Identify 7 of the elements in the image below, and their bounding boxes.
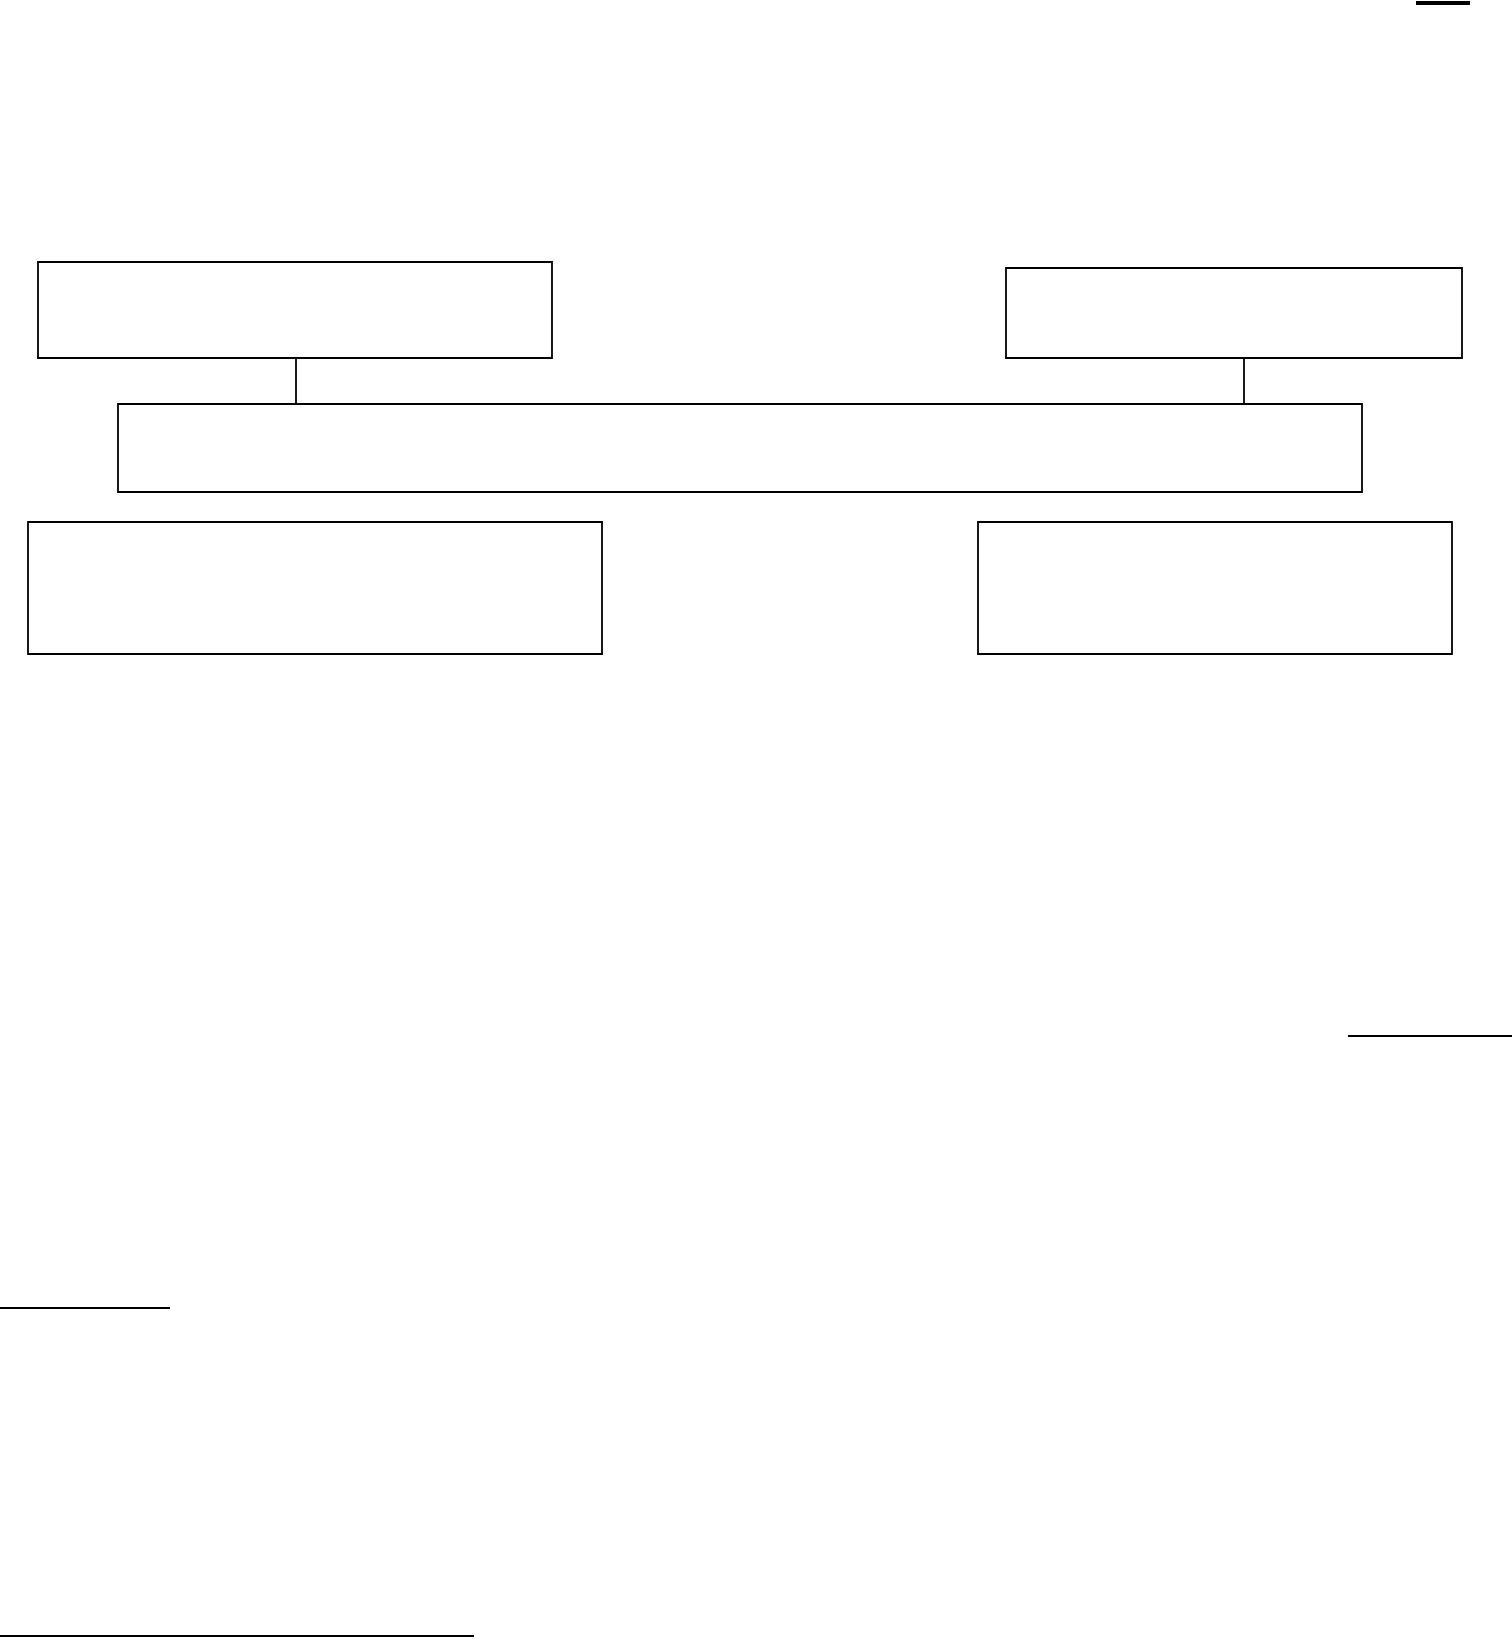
empty-box bbox=[27, 521, 603, 655]
empty-box bbox=[117, 403, 1363, 493]
empty-box bbox=[37, 261, 553, 359]
connector-line bbox=[295, 358, 297, 404]
empty-box bbox=[1005, 267, 1463, 359]
connector-line bbox=[1243, 358, 1245, 404]
empty-box bbox=[977, 521, 1453, 655]
